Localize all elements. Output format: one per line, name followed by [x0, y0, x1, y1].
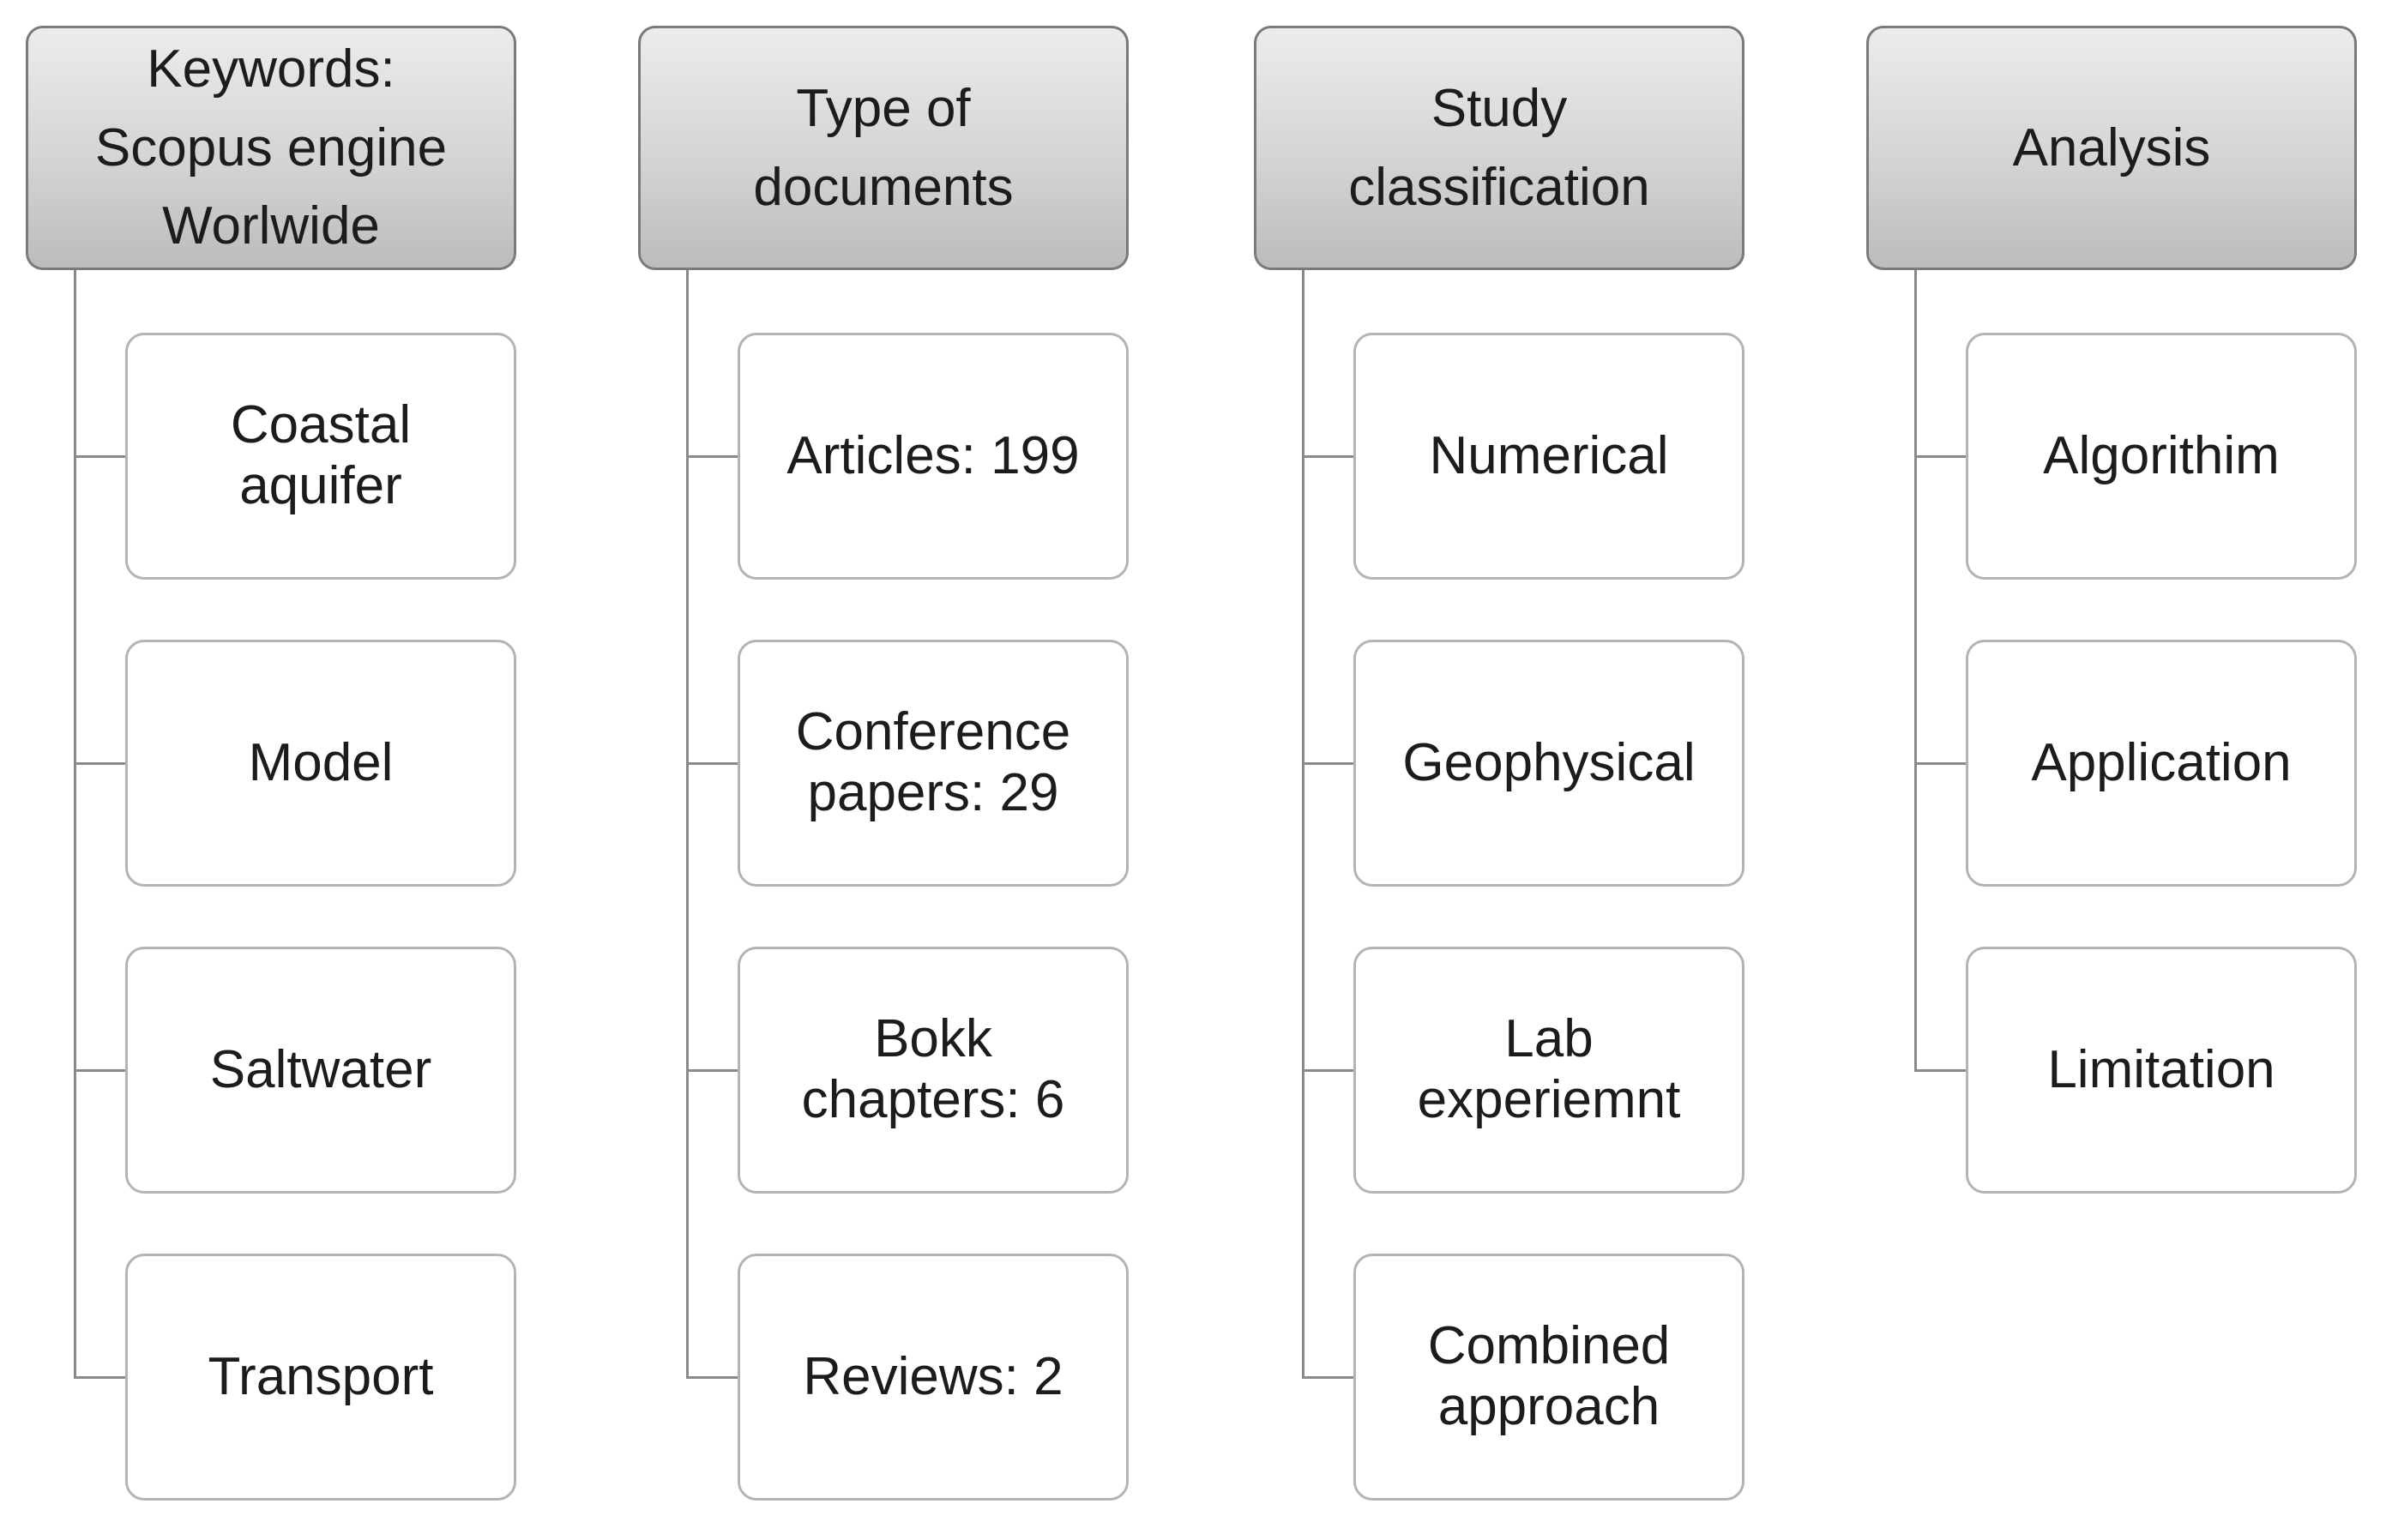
connector-horizontal: [74, 1376, 125, 1379]
connector-horizontal: [1302, 455, 1353, 458]
connector-horizontal: [1914, 1069, 1966, 1072]
connector-horizontal: [1914, 762, 1966, 765]
node-analysis-2: Application: [1966, 640, 2357, 887]
node-type-of-documents-2: Conference papers: 29: [738, 640, 1129, 887]
connector-horizontal: [1302, 1069, 1353, 1072]
connector-horizontal: [74, 762, 125, 765]
node-keywords-3: Saltwater: [125, 947, 516, 1194]
node-study-classification-4: Combined approach: [1353, 1254, 1744, 1501]
connector-horizontal: [686, 1069, 738, 1072]
header-study-classification: Study classification: [1254, 26, 1744, 270]
connector-vertical: [1302, 270, 1304, 1379]
node-study-classification-2: Geophysical: [1353, 640, 1744, 887]
connector-horizontal: [686, 1376, 738, 1379]
connector-horizontal: [686, 455, 738, 458]
node-keywords-4: Transport: [125, 1254, 516, 1501]
connector-vertical: [1914, 270, 1917, 1072]
node-type-of-documents-4: Reviews: 2: [738, 1254, 1129, 1501]
connector-horizontal: [1302, 1376, 1353, 1379]
node-study-classification-1: Numerical: [1353, 333, 1744, 580]
header-analysis: Analysis: [1866, 26, 2357, 270]
header-type-of-documents: Type of documents: [638, 26, 1129, 270]
header-label: Type of documents: [753, 78, 1014, 217]
node-type-of-documents-3: Bokk chapters: 6: [738, 947, 1129, 1194]
connector-vertical: [74, 270, 76, 1379]
connector-horizontal: [1914, 455, 1966, 458]
connector-horizontal: [1302, 762, 1353, 765]
header-label: Analysis: [2012, 117, 2211, 177]
node-keywords-2: Model: [125, 640, 516, 887]
connector-horizontal: [74, 1069, 125, 1072]
connector-vertical: [686, 270, 689, 1379]
connector-horizontal: [74, 455, 125, 458]
header-label: Study classification: [1348, 78, 1650, 217]
node-study-classification-3: Lab experiemnt: [1353, 947, 1744, 1194]
connector-horizontal: [686, 762, 738, 765]
node-analysis-1: Algorithim: [1966, 333, 2357, 580]
node-analysis-3: Limitation: [1966, 947, 2357, 1194]
header-keywords: Keywords: Scopus engine Worlwide: [26, 26, 516, 270]
node-type-of-documents-1: Articles: 199: [738, 333, 1129, 580]
header-label: Keywords: Scopus engine Worlwide: [94, 39, 448, 256]
node-keywords-1: Coastal aquifer: [125, 333, 516, 580]
